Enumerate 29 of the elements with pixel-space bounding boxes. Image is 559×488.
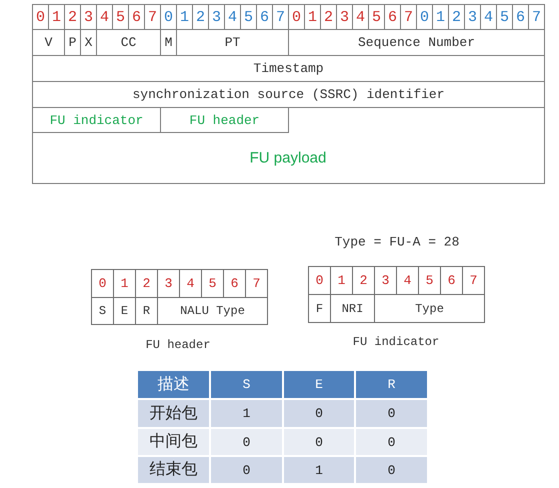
table-cell: 结束包 [138, 457, 209, 483]
bit-number-cell: 0 [91, 269, 114, 298]
field-cell: Type [374, 294, 485, 323]
table-cell: 1 [284, 457, 354, 483]
field-cell: NALU Type [157, 297, 268, 325]
field-cell: S [91, 297, 114, 325]
bit-number-cell: 7 [245, 269, 268, 298]
table-cell: 0 [211, 429, 282, 455]
payload-label: FU payload [250, 150, 326, 166]
table-header-cell: 描述 [138, 371, 209, 398]
table-cell: 0 [211, 457, 282, 483]
table-cell: 0 [284, 400, 354, 427]
table-cell: 1 [211, 400, 282, 427]
table-header-cell: S [211, 371, 282, 398]
table-caption: FU header [146, 339, 210, 351]
table-cell: 0 [356, 429, 427, 455]
type-note: Type = FU-A = 28 [334, 236, 460, 248]
table-header-cell: R [356, 371, 427, 398]
table-caption: FU indicator [352, 336, 440, 348]
bit-number-cell: 0 [308, 266, 331, 295]
table-cell: 0 [356, 457, 427, 483]
table-cell: 0 [284, 429, 354, 455]
bit-number-cell: 7 [462, 266, 485, 295]
table-cell: 开始包 [138, 400, 209, 427]
table-cell: 0 [356, 400, 427, 427]
field-cell: F [308, 294, 331, 323]
table-header-cell: E [284, 371, 354, 398]
field-cell: FU header [160, 107, 289, 133]
table-cell: 中间包 [138, 429, 209, 455]
